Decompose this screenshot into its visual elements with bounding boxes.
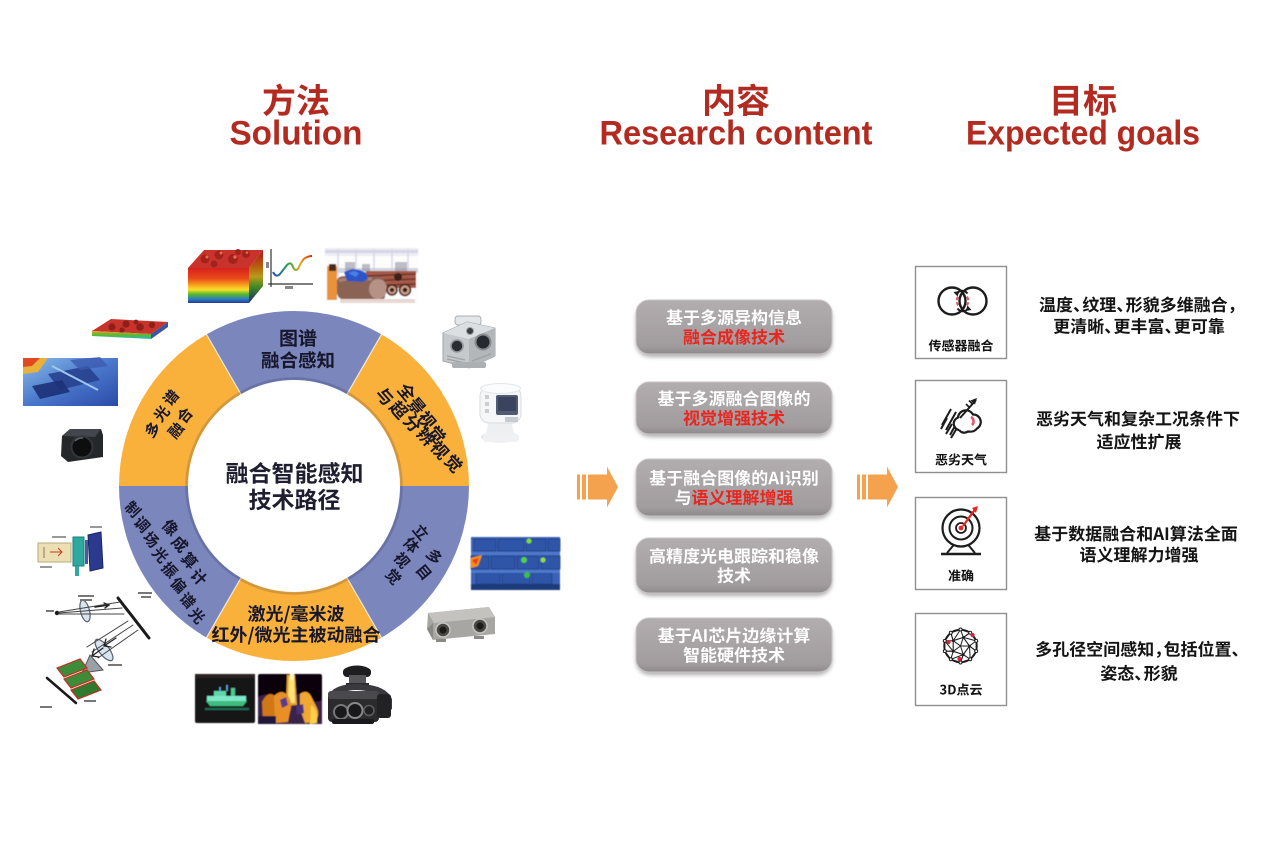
svg-text:Solution: Solution — [230, 115, 363, 153]
svg-text:Research content: Research content — [600, 115, 873, 153]
svg-text:Expected goals: Expected goals — [966, 115, 1200, 153]
